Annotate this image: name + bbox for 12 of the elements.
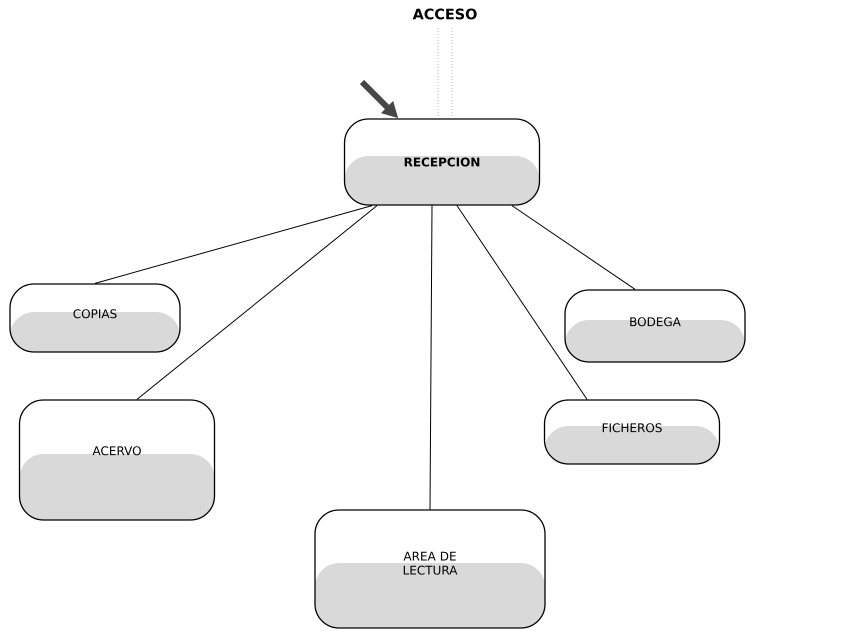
- connector-line: [456, 205, 588, 400]
- connector-line: [136, 205, 378, 400]
- rounded-box: ACERVO: [18, 399, 216, 521]
- rounded-box: RECEPCION: [344, 118, 540, 206]
- heading: ACCESO: [412, 8, 477, 20]
- connector-line: [512, 205, 636, 290]
- connector-line: [430, 205, 432, 510]
- rounded-box: COPIAS: [9, 283, 181, 353]
- rounded-box: FICHEROS: [544, 399, 720, 465]
- connector-line: [94, 205, 372, 284]
- rounded-box: BODEGA: [564, 289, 746, 363]
- rounded-box: AREA DE LECTURA: [314, 509, 546, 629]
